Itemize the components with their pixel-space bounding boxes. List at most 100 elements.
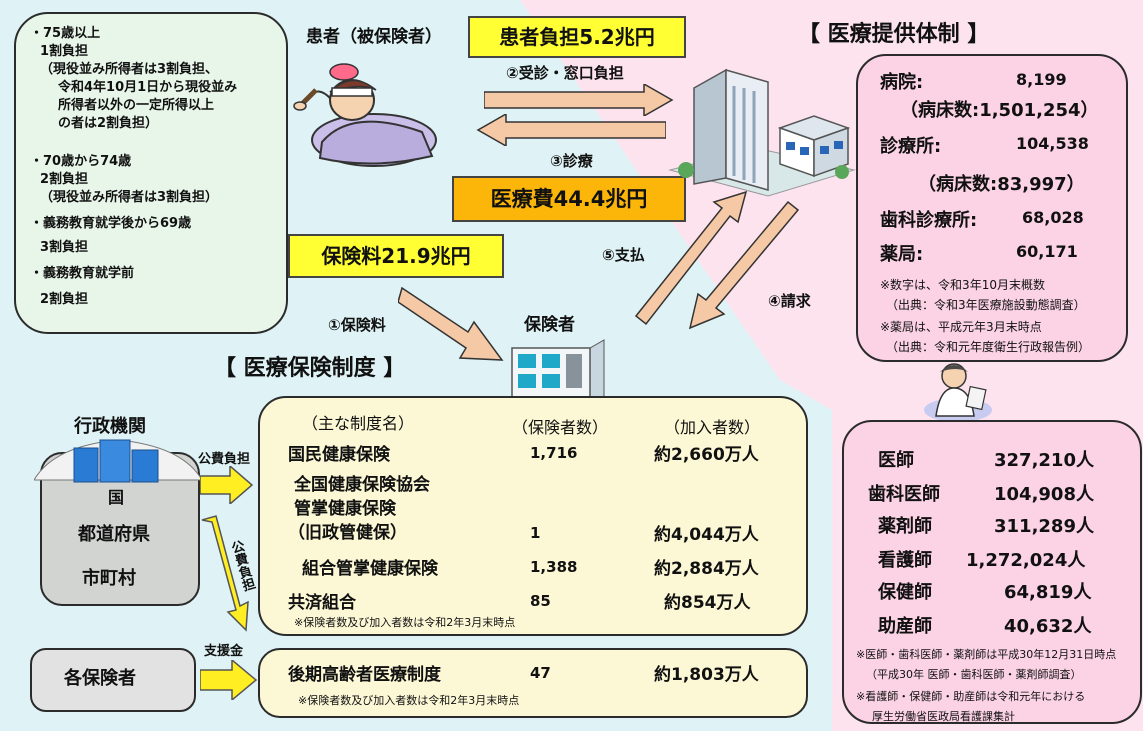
elderly-note: ※保険者数及び加入者数は令和2年3月末時点 xyxy=(298,694,520,707)
row-kokuho-count: 1,716 xyxy=(530,444,578,462)
staff-label-dentist: 歯科医師 xyxy=(868,484,940,505)
hospital-label: 病院: xyxy=(880,72,924,93)
age-item-75-note4: の者は2割負担） xyxy=(58,116,159,131)
treatment-arrow-label: ③診療 xyxy=(550,152,593,170)
staff-label-midwife: 助産師 xyxy=(878,616,932,637)
public-burden-label-1: 公費負担 xyxy=(198,452,251,467)
visit-arrow-label: ②受診・窓口負担 xyxy=(506,64,624,82)
each-insurer-label: 各保険者 xyxy=(64,668,136,689)
gov-prefecture: 都道府県 xyxy=(78,524,150,545)
payment-claim-arrows xyxy=(634,190,800,330)
age-item-70: ・70歳から74歳 xyxy=(30,154,132,169)
medical-cost-box: 医療費44.4兆円 xyxy=(452,176,686,222)
elderly-count: 47 xyxy=(530,664,551,682)
age-item-70-rate: 2割負担 xyxy=(40,172,89,187)
row-kyokai-name-1: 全国健康保険協会 xyxy=(294,475,430,495)
premium-arrow-label: ①保険料 xyxy=(328,316,386,334)
age-item-75: ・75歳以上 xyxy=(30,26,101,41)
age-item-75-note2: 令和4年10月1日から現役並み xyxy=(58,80,238,95)
row-kyokai-name-2: 管掌健康保険 xyxy=(294,499,396,519)
insurer-building-icon xyxy=(511,339,605,402)
insurer-label: 保険者 xyxy=(524,315,575,335)
clinic-beds: （病床数:83,997） xyxy=(918,174,1085,195)
row-kumiai-name: 組合管掌健康保険 xyxy=(302,559,438,579)
insurance-system-title: 【 医療保険制度 】 xyxy=(214,356,406,381)
row-kyosai-name: 共済組合 xyxy=(288,593,356,613)
gov-national: 国 xyxy=(108,488,125,507)
table-note: ※保険者数及び加入者数は令和2年3月末時点 xyxy=(294,616,516,629)
staff-value-public-health-nurse: 64,819人 xyxy=(1004,582,1092,603)
age-item-75-note1: （現役並み所得者は3割負担、 xyxy=(40,62,219,77)
row-kokuho-members: 約2,660万人 xyxy=(654,445,759,465)
table-header-count: （保険者数） xyxy=(512,418,609,437)
each-insurer-box xyxy=(30,648,196,712)
gov-building-icon xyxy=(34,439,202,483)
staff-note-4: 厚生労働省医政局看護課集計 xyxy=(872,710,1015,723)
claim-arrow-label: ④請求 xyxy=(768,292,811,310)
provision-note-3: ※薬局は、平成元年3月末時点 xyxy=(880,320,1042,334)
provision-note-1: ※数字は、令和3年10月末概数 xyxy=(880,278,1045,292)
staff-note-2: （平成30年 医師・歯科医師・薬剤師調査） xyxy=(866,668,1082,681)
pharmacy-value: 60,171 xyxy=(1016,242,1078,261)
patient-label: 患者（被保険者） xyxy=(306,27,442,47)
support-label: 支援金 xyxy=(204,644,244,659)
row-kyosai-count: 85 xyxy=(530,592,551,610)
gov-title: 行政機関 xyxy=(74,416,146,437)
table-header-members: （加入者数） xyxy=(664,418,761,437)
sick-patient-icon xyxy=(293,63,437,167)
provision-title: 【 医療提供体制 】 xyxy=(798,22,990,47)
staff-note-1: ※医師・歯科医師・薬剤師は平成30年12月31日時点 xyxy=(856,648,1117,661)
row-kumiai-members: 約2,884万人 xyxy=(654,559,759,579)
premium-total-box: 保険料21.9兆円 xyxy=(288,234,504,278)
provision-note-2: （出典：令和3年医療施設動態調査） xyxy=(886,298,1086,312)
age-item-school-rate: 3割負担 xyxy=(40,240,89,255)
row-kyosai-members: 約854万人 xyxy=(664,593,751,613)
payment-arrow-label: ⑤支払 xyxy=(602,246,645,264)
public-burden-arrow-2 xyxy=(201,515,249,632)
staff-note-3: ※看護師・保健師・助産師は令和元年における xyxy=(856,690,1086,703)
doctor-icon xyxy=(924,363,992,422)
provision-box xyxy=(856,54,1128,362)
claim-arrow xyxy=(688,200,800,330)
staff-value-dentist: 104,908人 xyxy=(994,484,1094,505)
elderly-system-box xyxy=(258,648,808,718)
staff-value-pharmacist: 311,289人 xyxy=(994,516,1094,537)
row-kyokai-name-3: （旧政管健保） xyxy=(288,523,407,543)
hospital-value: 8,199 xyxy=(1016,70,1067,89)
gov-municipality: 市町村 xyxy=(82,568,136,589)
elderly-name: 後期高齢者医療制度 xyxy=(288,665,441,685)
dental-label: 歯科診療所: xyxy=(880,210,978,231)
elderly-members: 約1,803万人 xyxy=(654,665,759,685)
age-item-75-rate: 1割負担 xyxy=(40,44,89,59)
staff-label-doctor: 医師 xyxy=(878,450,914,471)
table-header-name: （主な制度名） xyxy=(302,414,415,433)
treatment-arrow xyxy=(476,114,666,146)
staff-label-public-health-nurse: 保健師 xyxy=(878,582,932,603)
pharmacy-label: 薬局: xyxy=(880,244,924,265)
dental-value: 68,028 xyxy=(1022,208,1084,227)
support-arrow xyxy=(200,660,258,700)
hospital-building-icon xyxy=(668,68,856,197)
age-item-70-note: （現役並み所得者は3割負担） xyxy=(40,190,219,205)
staff-value-nurse: 1,272,024人 xyxy=(966,550,1086,571)
row-kyokai-count: 1 xyxy=(530,524,541,542)
staff-label-pharmacist: 薬剤師 xyxy=(878,516,932,537)
payment-arrow xyxy=(634,190,748,326)
clinic-value: 104,538 xyxy=(1016,134,1089,153)
staff-value-doctor: 327,210人 xyxy=(994,450,1094,471)
staff-label-nurse: 看護師 xyxy=(878,550,932,571)
insurance-table-box xyxy=(258,396,808,636)
hospital-beds: （病床数:1,501,254） xyxy=(900,100,1099,121)
patient-burden-box: 患者負担5.2兆円 xyxy=(468,16,686,58)
staff-value-midwife: 40,632人 xyxy=(1004,616,1092,637)
row-kokuho-name: 国民健康保険 xyxy=(288,445,390,465)
visit-arrow xyxy=(484,84,674,116)
row-kyokai-members: 約4,044万人 xyxy=(654,525,759,545)
age-item-school: ・義務教育就学後から69歳 xyxy=(30,216,192,231)
age-item-preschool-rate: 2割負担 xyxy=(40,292,89,307)
age-item-75-note3: 所得者以外の一定所得以上 xyxy=(58,98,215,113)
provision-note-4: （出典：令和元年度衛生行政報告例） xyxy=(886,340,1091,354)
row-kumiai-count: 1,388 xyxy=(530,558,578,576)
premium-arrow xyxy=(398,286,504,361)
